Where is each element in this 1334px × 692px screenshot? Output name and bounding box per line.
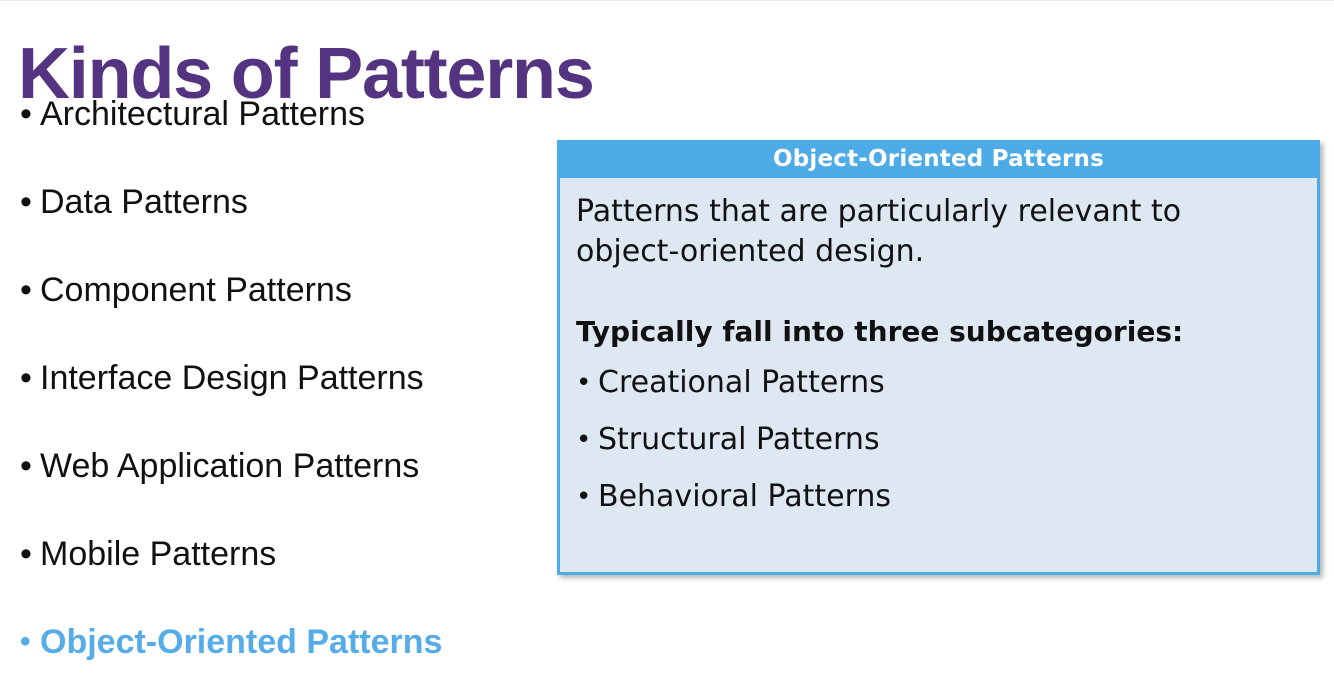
list-item-label: Interface Design Patterns: [40, 359, 424, 397]
list-item[interactable]: • Interface Design Patterns: [14, 356, 544, 444]
list-item[interactable]: • Creational Patterns: [576, 362, 1299, 419]
list-item-label: Object-Oriented Patterns: [40, 623, 443, 661]
list-item-label: Mobile Patterns: [40, 535, 277, 573]
list-item-label: Structural Patterns: [598, 422, 880, 457]
list-item-label: Web Application Patterns: [40, 447, 420, 485]
list-item-label: Architectural Patterns: [40, 95, 366, 133]
bullet-icon: •: [20, 625, 31, 658]
bullet-icon: •: [20, 95, 32, 133]
bullet-icon: •: [20, 183, 32, 221]
list-item[interactable]: • Component Patterns: [14, 268, 544, 356]
page-title: Kinds of Patterns: [18, 34, 595, 115]
bullet-icon: •: [576, 425, 592, 455]
bullet-icon: •: [576, 482, 592, 512]
subcategory-list: • Creational Patterns • Structural Patte…: [576, 362, 1299, 533]
list-item[interactable]: • Data Patterns: [14, 180, 544, 268]
bullet-icon: •: [20, 535, 32, 573]
list-item[interactable]: • Mobile Patterns: [14, 532, 544, 620]
list-item-label: Data Patterns: [40, 183, 248, 221]
bullet-icon: •: [20, 271, 32, 309]
list-item[interactable]: • Architectural Patterns: [14, 92, 544, 180]
list-item[interactable]: • Behavioral Patterns: [576, 476, 1299, 533]
list-item[interactable]: • Web Application Patterns: [14, 444, 544, 532]
callout-body: Patterns that are particularly relevant …: [557, 178, 1320, 575]
top-divider: [0, 0, 1334, 1]
callout-box: Object-Oriented Patterns Patterns that a…: [557, 140, 1320, 575]
list-item-label: Component Patterns: [40, 271, 352, 309]
bullet-icon: •: [576, 368, 592, 398]
list-item-highlighted[interactable]: • Object-Oriented Patterns: [14, 620, 544, 692]
callout-subheading: Typically fall into three subcategories:: [576, 315, 1184, 348]
bullet-icon: •: [20, 447, 32, 485]
callout-header-title: Object-Oriented Patterns: [557, 140, 1320, 178]
pattern-kinds-list: • Architectural Patterns • Data Patterns…: [14, 92, 544, 692]
list-item[interactable]: • Structural Patterns: [576, 419, 1299, 476]
list-item-label: Creational Patterns: [598, 365, 885, 400]
list-item-label: Behavioral Patterns: [598, 479, 892, 514]
callout-description: Patterns that are particularly relevant …: [576, 194, 1182, 269]
bullet-icon: •: [20, 359, 32, 397]
